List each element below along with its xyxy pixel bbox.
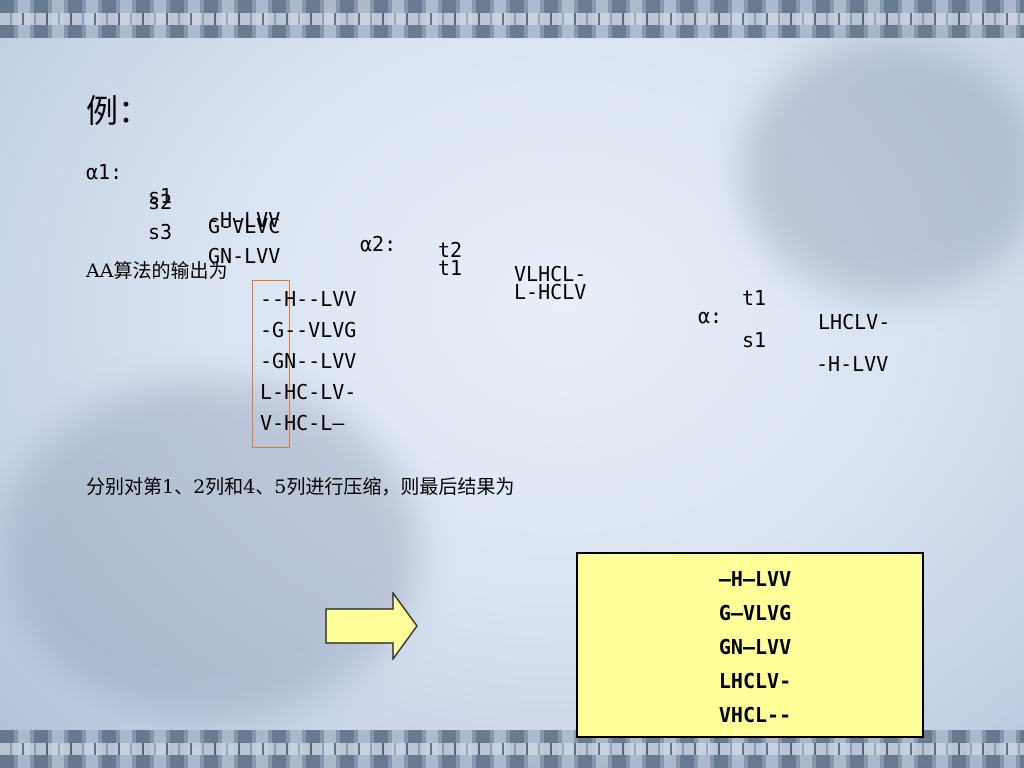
result-row: —H—LVV xyxy=(718,567,792,591)
background-wall-shape-lower xyxy=(0,380,420,720)
alignment-row-3: s3 GN-LVV xyxy=(86,196,280,268)
s2-seq: G-VLVC xyxy=(208,214,281,238)
s1-id: s1 xyxy=(148,184,173,208)
column-highlight-box xyxy=(252,280,290,448)
compress-text: 分别对第1、2列和4、5列进行压缩，则最后结果为 xyxy=(86,476,515,498)
merged-s1-id: s1 xyxy=(742,328,767,352)
t2-seq: VLHCL- xyxy=(514,262,587,286)
alignment-row-2: s2 G-VLVC t2 VLHCL- t1 LHCLV- xyxy=(86,166,890,334)
s1-seq: -H-LVV xyxy=(208,208,281,232)
alignment-row-1: α1: s1 -H-LVV α2: t1 L-HCLV α: s1 -H-LVV xyxy=(86,136,888,376)
alpha1-label: α1: xyxy=(86,160,123,184)
alpha-label: α: xyxy=(698,304,723,328)
result-row: LHCLV- xyxy=(718,669,792,693)
s3-id: s3 xyxy=(148,220,173,244)
merged-s1-seq: -H-LVV xyxy=(816,352,889,376)
background-wall-shape xyxy=(740,40,1024,300)
result-row: G—VLVG xyxy=(718,601,792,625)
t1-id: t1 xyxy=(438,256,463,280)
aa-intro-text: AA算法的输出为 xyxy=(86,260,228,282)
result-row: VHCL-- xyxy=(718,703,792,727)
alpha2-label: α2: xyxy=(360,232,397,256)
s3-seq: GN-LVV xyxy=(208,244,281,268)
merged-t1-seq: LHCLV- xyxy=(818,310,891,334)
top-decorative-band xyxy=(0,0,1024,38)
right-arrow-icon xyxy=(325,592,418,660)
t2-id: t2 xyxy=(438,238,463,262)
aa-output-row: -G--VLVG xyxy=(260,318,357,342)
slide-title: 例： xyxy=(86,92,151,130)
aa-output-row: --H--LVV xyxy=(260,287,357,311)
aa-output-row: -GN--LVV xyxy=(260,349,357,373)
aa-output-row: L-HC-LV- xyxy=(260,380,357,404)
merged-t1-id: t1 xyxy=(742,286,767,310)
result-row: GN—LVV xyxy=(718,635,792,659)
aa-output-row: V-HC-L— xyxy=(260,411,345,435)
s2-id: s2 xyxy=(148,190,173,214)
result-box: —H—LVV G—VLVG GN—LVV LHCLV- VHCL-- xyxy=(576,552,924,738)
t1-seq: L-HCLV xyxy=(514,280,587,304)
